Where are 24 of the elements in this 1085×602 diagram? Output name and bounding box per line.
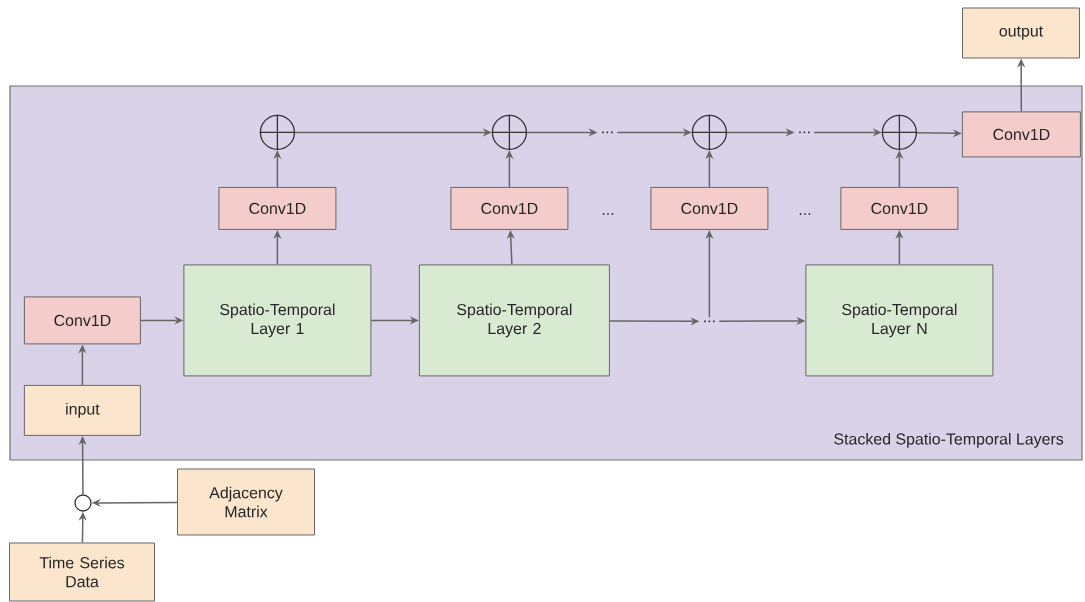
- layer-box: Spatio-Temporal Layer 1: [183, 264, 372, 377]
- conv-box: Conv1D: [840, 186, 959, 230]
- conv-box: Conv1D: [450, 186, 569, 230]
- ellipsis: ...: [799, 213, 811, 215]
- sum-circle: [881, 114, 918, 151]
- conv-box: Conv1D: [650, 186, 769, 230]
- data-box: Time Series Data: [9, 542, 155, 602]
- ellipsis: ...: [704, 320, 715, 323]
- input-box: input: [23, 384, 141, 436]
- sum-circle: [259, 114, 296, 151]
- sum-circle: [691, 114, 728, 151]
- junction-circle: [74, 494, 92, 512]
- matrix-box: Adjacency Matrix: [177, 468, 315, 536]
- layer-box: Spatio-Temporal Layer N: [805, 264, 994, 377]
- sum-circle: [491, 114, 528, 151]
- conv-box: Conv1D: [961, 111, 1081, 158]
- conv-box: Conv1D: [218, 186, 337, 230]
- ellipsis: ...: [799, 131, 810, 134]
- layer-box: Spatio-Temporal Layer 2: [418, 264, 610, 377]
- output-box: output: [962, 7, 1080, 59]
- ellipsis: ...: [602, 131, 613, 134]
- ellipsis: ...: [602, 213, 614, 215]
- panel-heading: Stacked Spatio-Temporal Layers: [834, 432, 1064, 448]
- conv-box: Conv1D: [23, 296, 141, 345]
